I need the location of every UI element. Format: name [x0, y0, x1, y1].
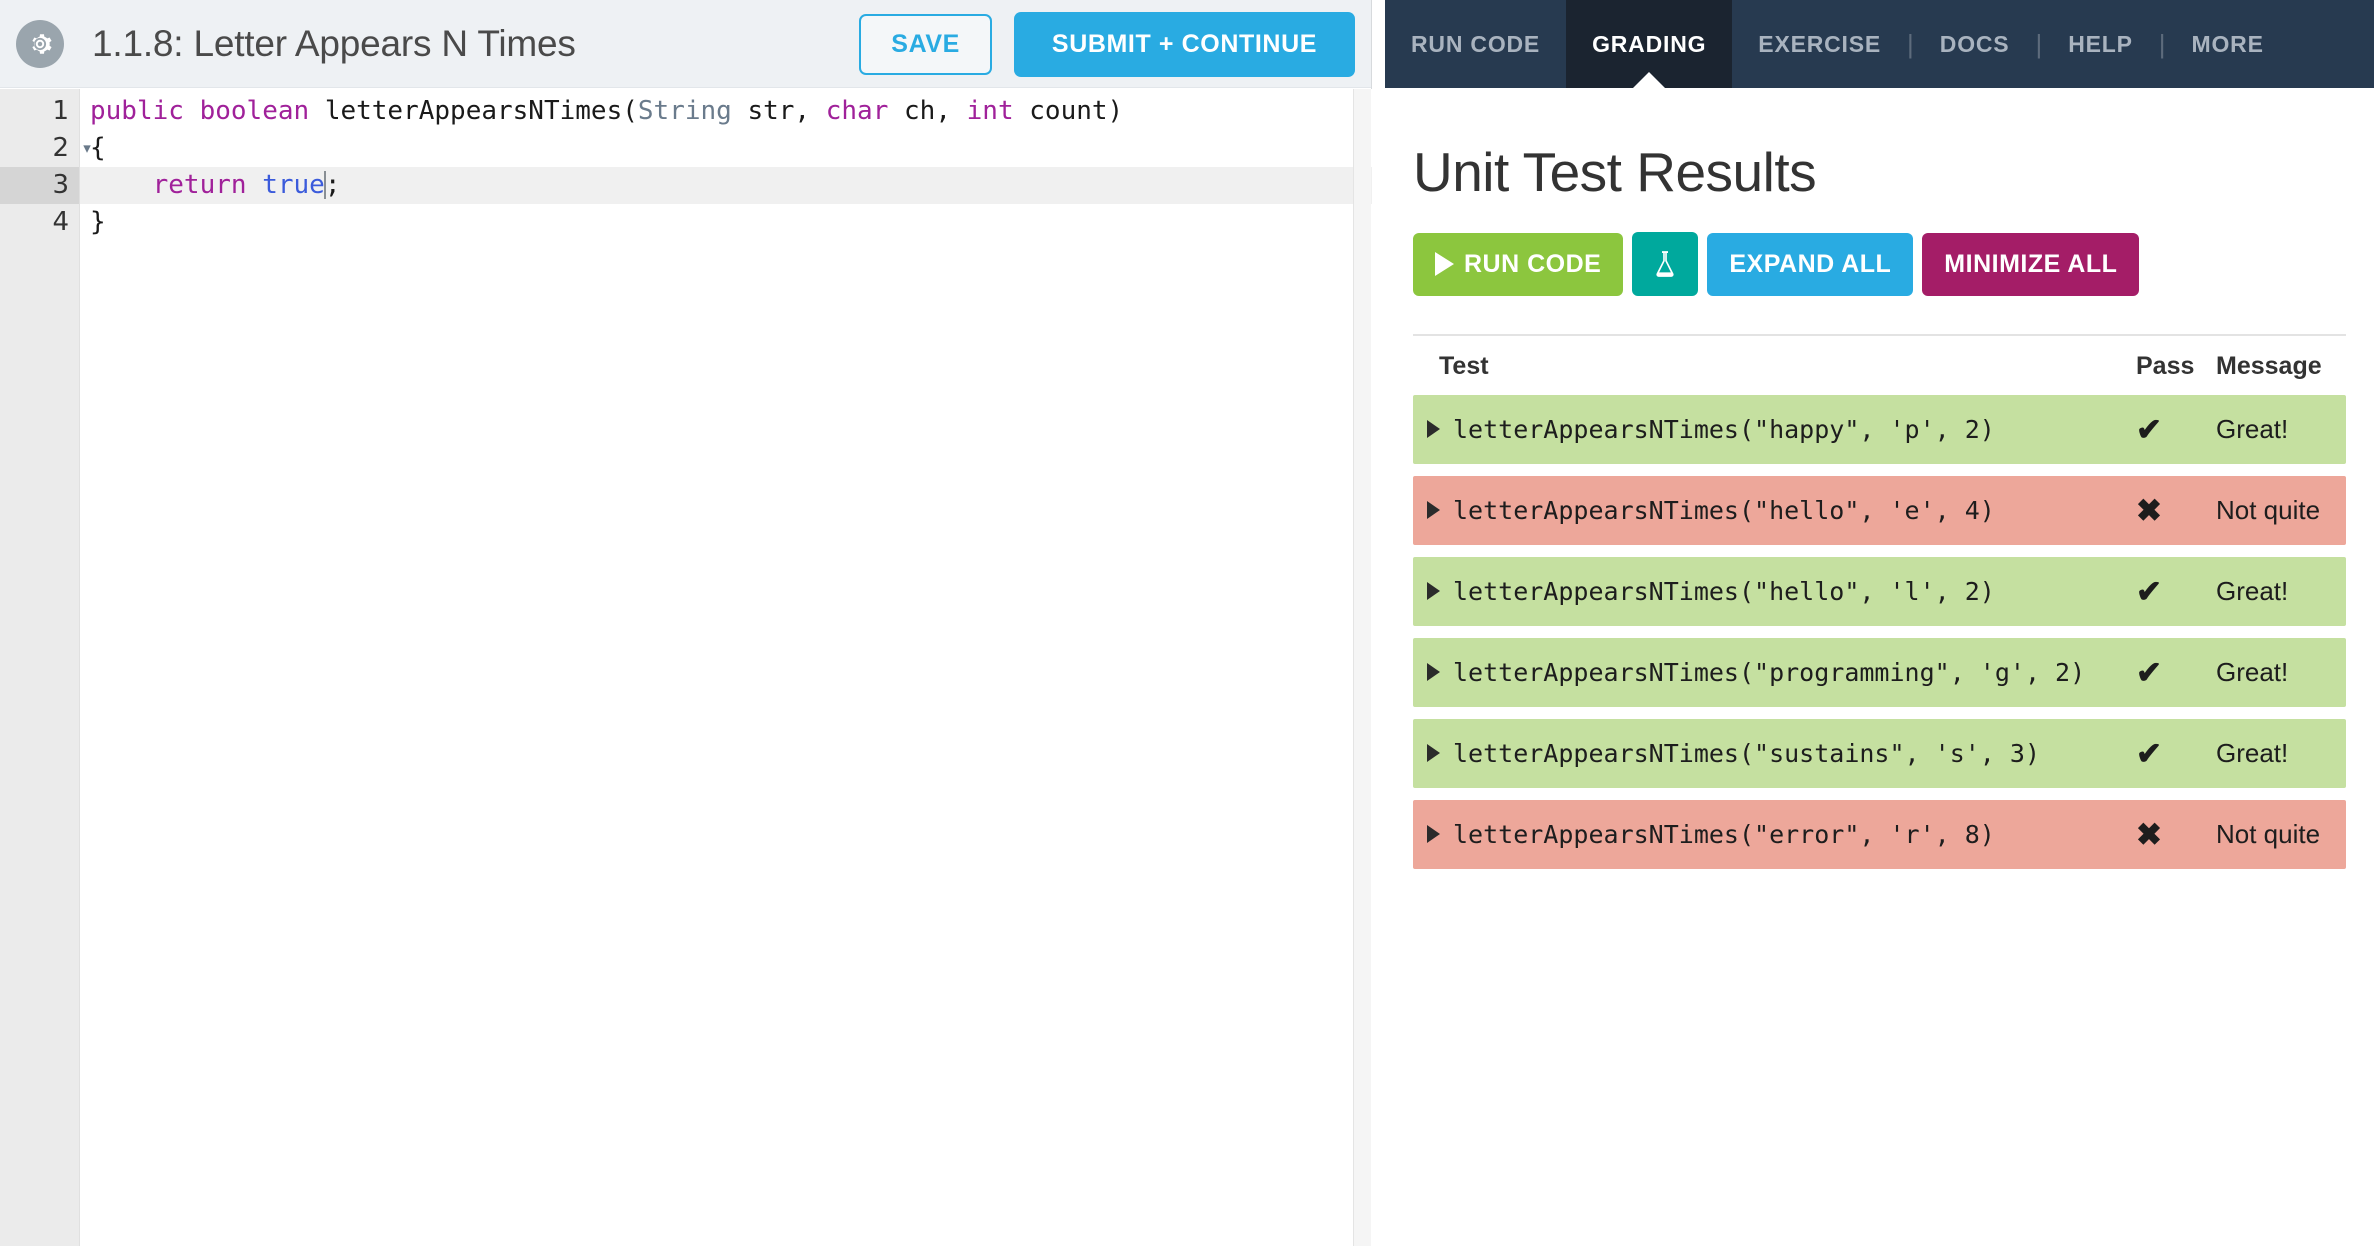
- test-result-row[interactable]: letterAppearsNTimes("error", 'r', 8) ✖ Not…: [1413, 800, 2346, 869]
- nav-separator: |: [2158, 28, 2166, 59]
- test-signature: letterAppearsNTimes("sustains", 's', 3): [1453, 739, 2040, 768]
- minimize-all-button[interactable]: MINIMIZE ALL: [1922, 232, 2140, 296]
- nav-separator: |: [1907, 28, 1914, 59]
- code-line-4: }: [90, 207, 106, 237]
- code-fold-toggle-icon[interactable]: ▾: [83, 139, 91, 157]
- code-editor-pane: 1.1.8: Letter Appears N Times SAVE SUBMI…: [0, 0, 1372, 1246]
- tab-grading[interactable]: GRADING: [1566, 0, 1733, 88]
- param-str: str,: [731, 96, 826, 126]
- line-number-text: 2: [52, 133, 69, 163]
- line-number: 3: [0, 167, 79, 204]
- test-message: Great!: [2216, 738, 2289, 768]
- test-signature: letterAppearsNTimes("hello", 'e', 4): [1453, 496, 1995, 525]
- code-line-2: {: [90, 133, 106, 163]
- line-number: 4: [52, 207, 69, 237]
- submit-continue-button[interactable]: SUBMIT + CONTINUE: [1013, 11, 1355, 77]
- code-text-area[interactable]: public boolean letterAppearsNTimes(Strin…: [80, 89, 1372, 1246]
- test-result-row[interactable]: letterAppearsNTimes("hello", 'l', 2) ✔ Gre…: [1413, 557, 2346, 626]
- table-header-row: Test Pass Message: [1413, 334, 2346, 395]
- page-title: 1.1.8: Letter Appears N Times: [92, 22, 576, 64]
- line-number: 1: [52, 96, 69, 126]
- code-line-1: public boolean letterAppearsNTimes(Strin…: [80, 93, 1372, 130]
- expand-row-caret-icon[interactable]: [1427, 420, 1453, 438]
- pass-check-icon: ✔: [2136, 655, 2162, 690]
- flask-icon-button[interactable]: [1632, 232, 1699, 296]
- test-result-row[interactable]: letterAppearsNTimes("programming", 'g', …: [1413, 638, 2346, 707]
- param-count: count): [1013, 96, 1124, 126]
- literal-true: true: [262, 170, 325, 200]
- grading-action-row: RUN CODE EXPAND ALL MINIMIZE ALL: [1413, 232, 2346, 296]
- expand-all-button[interactable]: EXPAND ALL: [1707, 232, 1914, 296]
- editor-header: 1.1.8: Letter Appears N Times SAVE SUBMI…: [0, 0, 1371, 88]
- tab-help[interactable]: HELP: [2068, 30, 2133, 57]
- unit-test-results-table: Test Pass Message letterAppearsNTimes("h…: [1413, 334, 2346, 869]
- column-header-pass: Pass: [2136, 352, 2195, 380]
- column-header-test: Test: [1439, 352, 1489, 380]
- method-name: letterAppearsNTimes(: [324, 96, 638, 126]
- type-int: int: [966, 96, 1014, 126]
- test-result-row[interactable]: letterAppearsNTimes("sustains", 's', 3) ✔…: [1413, 719, 2346, 788]
- code-editor[interactable]: 1 2▾ 3 4 public boolean letterAppearsNTi…: [0, 89, 1372, 1246]
- tab-more[interactable]: MORE: [2191, 30, 2264, 57]
- keyword-public: public: [90, 96, 184, 126]
- semicolon: ;: [324, 170, 341, 200]
- test-signature: letterAppearsNTimes("hello", 'l', 2): [1453, 577, 1995, 606]
- top-navigation: RUN CODE GRADING EXERCISE | DOCS | HELP …: [1385, 0, 2374, 88]
- column-header-message: Message: [2216, 352, 2322, 380]
- tab-exercise[interactable]: EXERCISE: [1758, 30, 1882, 57]
- tab-docs[interactable]: DOCS: [1939, 30, 2010, 57]
- code-line-3: return true;: [80, 167, 1372, 204]
- save-button[interactable]: SAVE: [859, 13, 992, 75]
- keyword-boolean: boolean: [199, 96, 310, 126]
- keyword-return: return: [90, 170, 263, 200]
- test-result-row[interactable]: letterAppearsNTimes("happy", 'p', 2) ✔ Gre…: [1413, 395, 2346, 464]
- run-code-button[interactable]: RUN CODE: [1413, 232, 1624, 296]
- run-code-label: RUN CODE: [1464, 249, 1602, 278]
- gear-icon[interactable]: [16, 19, 64, 68]
- test-message: Great!: [2216, 414, 2289, 444]
- nav-separator: |: [2035, 28, 2043, 59]
- flask-icon: [1656, 251, 1674, 277]
- param-ch: ch,: [888, 96, 967, 126]
- pass-check-icon: ✔: [2136, 574, 2162, 609]
- grading-content: Unit Test Results RUN CODE EXPAND ALL MI…: [1385, 88, 2374, 869]
- fail-cross-icon: ✖: [2136, 493, 2162, 528]
- pass-check-icon: ✔: [2136, 736, 2162, 771]
- fail-cross-icon: ✖: [2136, 817, 2162, 852]
- expand-row-caret-icon[interactable]: [1427, 582, 1453, 600]
- test-signature: letterAppearsNTimes("happy", 'p', 2): [1453, 415, 1995, 444]
- test-signature: letterAppearsNTimes("error", 'r', 8): [1453, 820, 1995, 849]
- header-actions: SAVE SUBMIT + CONTINUE: [859, 0, 1355, 88]
- text-caret: [323, 171, 326, 199]
- line-number-gutter: 1 2▾ 3 4: [0, 89, 91, 1246]
- panel-title: Unit Test Results: [1413, 141, 1817, 203]
- expand-row-caret-icon[interactable]: [1427, 825, 1453, 843]
- grading-pane: RUN CODE GRADING EXERCISE | DOCS | HELP …: [1385, 0, 2374, 1246]
- test-message: Not quite: [2216, 819, 2321, 849]
- play-icon: [1435, 252, 1454, 276]
- test-message: Great!: [2216, 657, 2289, 687]
- expand-row-caret-icon[interactable]: [1427, 663, 1453, 681]
- expand-row-caret-icon[interactable]: [1427, 501, 1453, 519]
- editor-vertical-scrollbar[interactable]: [1353, 89, 1371, 1246]
- test-result-row[interactable]: letterAppearsNTimes("hello", 'e', 4) ✖ Not…: [1413, 476, 2346, 545]
- expand-row-caret-icon[interactable]: [1427, 744, 1453, 762]
- test-message: Not quite: [2216, 495, 2321, 525]
- type-char: char: [825, 96, 889, 126]
- table-body: letterAppearsNTimes("happy", 'p', 2) ✔ Gre…: [1413, 395, 2346, 869]
- type-string: String: [637, 96, 732, 126]
- test-signature: letterAppearsNTimes("programming", 'g', …: [1453, 658, 2086, 687]
- line-number: 2▾: [0, 130, 90, 167]
- test-message: Great!: [2216, 576, 2289, 606]
- tab-run-code[interactable]: RUN CODE: [1411, 30, 1541, 57]
- pass-check-icon: ✔: [2136, 412, 2162, 447]
